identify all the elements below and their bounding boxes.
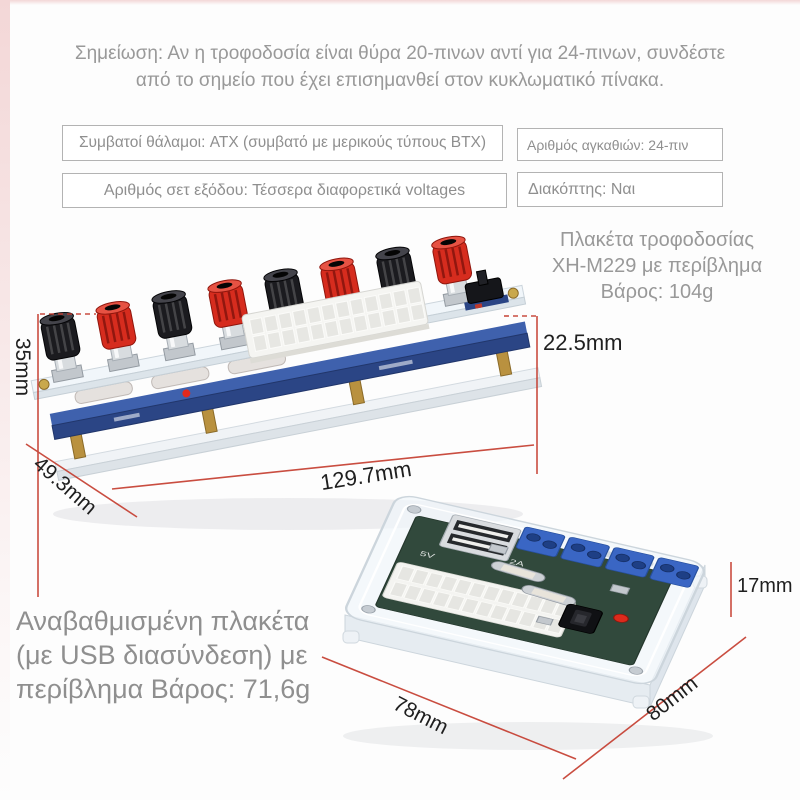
atx-pin-cell (309, 322, 326, 341)
spec-outputs-label: Αριθμός σετ εξόδου: Τέσσερα διαφορετικά … (103, 181, 466, 199)
toggle-switch (558, 603, 603, 634)
atx-pin-cell (488, 604, 509, 621)
atx-pin-cell (460, 597, 480, 615)
atx-pin-cell (363, 294, 380, 314)
led-indicator (613, 613, 629, 623)
atx-pin-cell (406, 286, 423, 305)
terminal-block (560, 537, 610, 568)
atx-pin-cell (280, 328, 297, 347)
atx-pin-cell (266, 331, 283, 350)
atx-pin-cell (323, 319, 340, 339)
note-line-1: Σημείωση: Αν η τροφοδοσία είναι θύρα 20-… (74, 43, 726, 64)
spec-box-pins: Αριθμός αγκαθιών: 24-πιν (517, 128, 723, 161)
terminal-blocks (515, 526, 699, 588)
note-line-2: από το σημείο που έχει επισημανθεί στον … (135, 70, 665, 91)
binding-post-black (151, 290, 196, 362)
metal-clip (535, 615, 554, 626)
atx-pin-cell (334, 300, 351, 319)
product2-caption-line2: (με USB διασύνδεση) με (16, 640, 308, 670)
product2-caption-line3: περίβλημα Βάρος: 71,6g (16, 674, 311, 704)
spec-box-compatible: Συμβατοί θάλαμοι: ATX (συμβατό με μερικο… (62, 125, 503, 161)
led-indicator (182, 389, 191, 398)
atx-pin-cell (453, 578, 473, 596)
terminal-block (649, 557, 699, 588)
atx-pin-cell (431, 591, 452, 608)
atx-connector-24pin (241, 280, 430, 364)
metal-clip (609, 583, 631, 595)
spec-pins-label: Αριθμός αγκαθιών: 24-πιν (527, 136, 689, 153)
atx-pin-cell (467, 582, 488, 599)
corner-screw (507, 287, 519, 299)
binding-post-black (39, 311, 84, 384)
atx-pin-cell (381, 308, 397, 327)
atx-pin-grid (248, 286, 426, 352)
product1-title-line2: XH-M229 με περίβλημα (551, 255, 763, 277)
dim-label-22-5mm: 22.5mm (543, 330, 623, 355)
metal-clip (488, 543, 509, 555)
atx-pin-cell (417, 588, 437, 605)
corner-screw (361, 605, 376, 614)
atx-pin-cell (395, 565, 416, 583)
corner-screw (38, 378, 50, 390)
dim-label-17mm: 17mm (737, 575, 793, 597)
product2-photo: 5V 2A (342, 495, 713, 750)
spec-box-switch: Διακόπτης: Ναι (517, 172, 723, 207)
spec-compatible-label: Συμβατοί θάλαμοι: ATX (συμβατό με μερικο… (78, 133, 487, 151)
atx-pin-cell (388, 581, 409, 598)
atx-pin-cell (510, 591, 531, 609)
atx-pin-cell (248, 317, 265, 336)
atx-pin-cell (474, 601, 495, 618)
terminal-block (605, 547, 655, 578)
pcb-mark-5v: 5V (418, 550, 436, 560)
terminal-block (515, 526, 566, 557)
spec-box-output-sets: Αριθμός σετ εξόδου: Τέσσερα διαφορετικά … (62, 173, 507, 208)
power-switch (464, 269, 509, 311)
spec-switch-label: Διακόπτης: Ναι (528, 180, 636, 198)
atx-pin-cell (503, 607, 523, 625)
pink-edge-top (0, 0, 800, 5)
atx-pin-cell (481, 585, 502, 602)
product1-title-line1: Πλακέτα τροφοδοσίας (559, 229, 755, 251)
atx-pin-cell (424, 572, 445, 589)
atx-pin-cell (496, 588, 516, 605)
atx-pin-cell (295, 325, 311, 344)
pink-edge-left (0, 0, 10, 800)
product2-caption: Αναβαθμισμένη πλακέτα (με USB διασύνδεση… (16, 604, 352, 706)
fuses (490, 561, 576, 606)
atx-pin-cell (445, 594, 466, 611)
atx-pin-cell (338, 317, 354, 336)
binding-post-red (95, 301, 140, 373)
pcb-mark-2a: 2A (508, 558, 526, 568)
atx-pin-cell (349, 297, 366, 316)
atx-pin-cell (320, 303, 337, 322)
atx-pin-cell (291, 308, 308, 327)
atx-pin-cell (263, 314, 280, 333)
atx-pin-cell (252, 333, 268, 352)
product2-caption-line1: Αναβαθμισμένη πλακέτα (16, 606, 310, 636)
atx-pin-cell (409, 303, 426, 322)
atx-pin-cell (277, 311, 294, 330)
note-text: Σημείωση: Αν η τροφοδοσία είναι θύρα 20-… (40, 40, 760, 94)
binding-post-red (431, 235, 476, 307)
dim-label-35mm: 35mm (11, 337, 34, 397)
atx-pin-cell (438, 575, 459, 592)
atx-pin-cell (517, 610, 538, 628)
atx-pin-cell (306, 305, 323, 325)
atx-pin-cell (392, 289, 409, 308)
atx-pin-cell (366, 311, 383, 330)
binding-post-red (207, 279, 252, 351)
corner-screw (406, 505, 422, 514)
atx-pin-grid (388, 565, 573, 634)
switch-led (474, 303, 483, 309)
pcb-board-blue (49, 321, 531, 440)
atx-pin-cell (410, 568, 430, 586)
atx-pin-cell (395, 305, 412, 325)
atx-connector-24pin-2 (382, 562, 576, 638)
atx-pin-cell (377, 292, 394, 311)
atx-pin-cell (352, 314, 369, 333)
product1-title: Πλακέτα τροφοδοσίας XH-M229 με περίβλημα… (528, 227, 786, 305)
brass-standoffs (69, 348, 513, 460)
atx-pin-cell (403, 584, 423, 602)
product1-title-line3: Βάρος: 104g (600, 281, 714, 303)
